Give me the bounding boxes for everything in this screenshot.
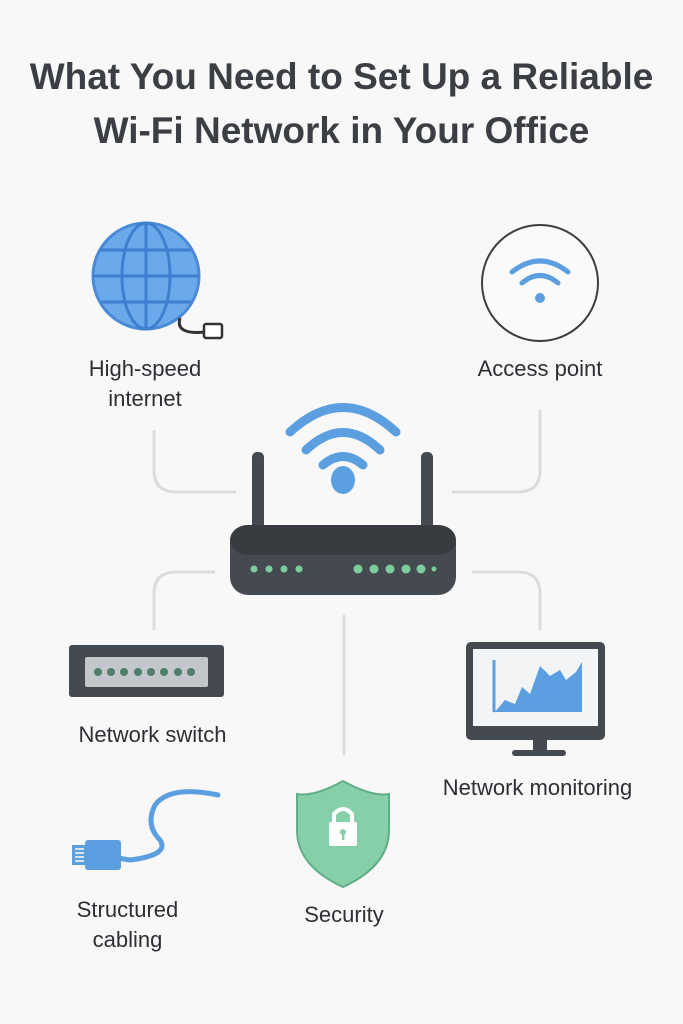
label-high-speed-internet: High-speed internet — [88, 356, 202, 411]
connector-lines — [152, 410, 542, 755]
label-structured-cabling: Structured cabling — [76, 897, 179, 952]
page-title: What You Need to Set Up a Reliable Wi-Fi… — [29, 56, 654, 151]
ethernet-cable-icon — [72, 789, 221, 870]
network-switch-icon — [69, 645, 224, 697]
router-icon — [230, 403, 456, 595]
monitor-chart-icon — [466, 642, 605, 756]
access-point-icon — [481, 224, 599, 342]
label-security: Security — [304, 902, 384, 927]
label-network-monitoring: Network monitoring — [442, 775, 633, 800]
security-shield-icon — [296, 779, 390, 889]
label-network-switch: Network switch — [78, 722, 227, 747]
globe-icon — [91, 221, 224, 340]
label-access-point: Access point — [477, 356, 603, 381]
